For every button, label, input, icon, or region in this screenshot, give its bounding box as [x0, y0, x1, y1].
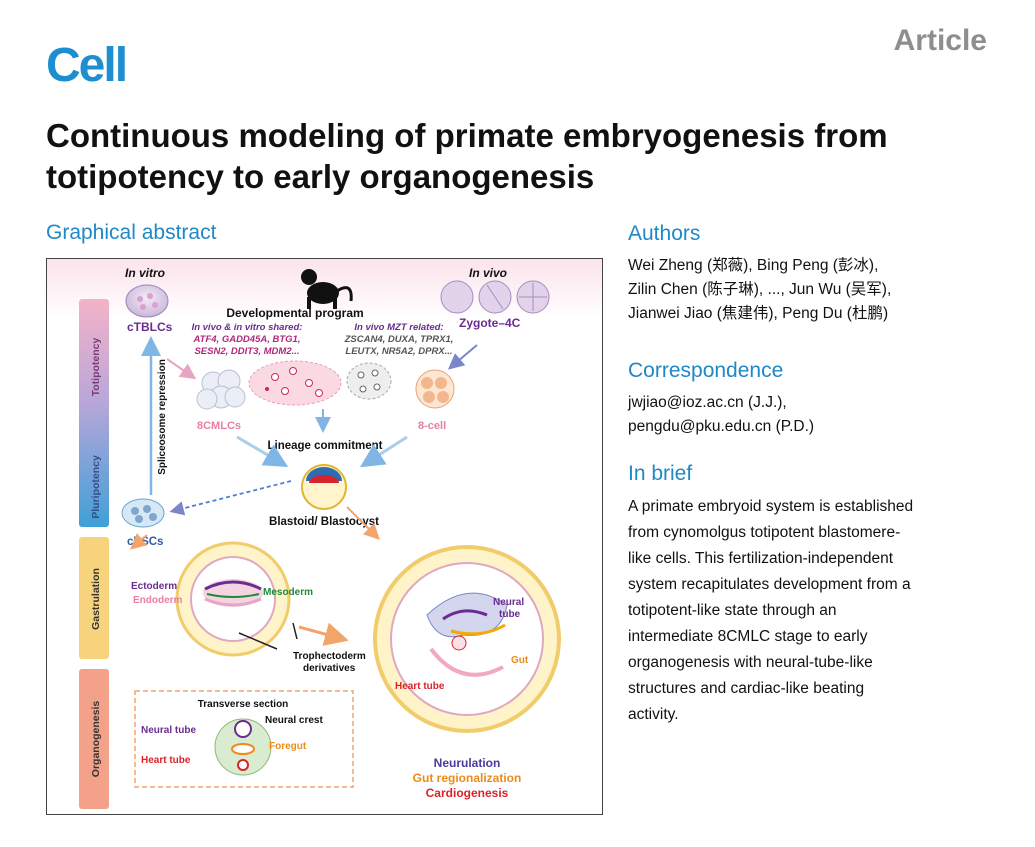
organogenesis-embryo: [373, 545, 561, 733]
lineage-label: Lineage commitment: [267, 440, 382, 452]
monkey-icon: [301, 269, 353, 309]
neural-label-1: Neural: [493, 597, 524, 608]
authors-heading: Authors: [628, 222, 701, 245]
in-brief-line: activity.: [628, 706, 679, 723]
shared-genes-2: SESN2, DDIT3, MDM2...: [194, 346, 299, 357]
ctblcs-dish: [125, 284, 169, 318]
graphical-abstract-figure: Totipotency Pluripotency Gastrulation Or…: [46, 258, 603, 815]
blastoid-label: Blastoid/ Blastocyst: [269, 516, 379, 528]
in-brief-line: from cynomolgus totipotent blastomere-: [628, 524, 901, 541]
troph-label-2: derivatives: [303, 663, 356, 674]
stage-organogenesis: Organogenesis: [90, 701, 102, 778]
transverse-section-box: [134, 690, 354, 788]
in-brief-line: intermediate 8CMLC stage to early: [628, 628, 868, 645]
correspondence-section: Correspondence jwjiao@ioz.ac.cn (J.J.), …: [628, 359, 1008, 439]
mzt-genes-2: LEUTX, NR5A2, DPRX...: [345, 346, 452, 357]
dev-program-title: Developmental program: [226, 306, 363, 320]
author-line: Jianwei Jiao (焦建伟), Peng Du (杜鹏): [628, 305, 889, 322]
in-vivo-label: In vivo: [469, 266, 507, 280]
mzt-genes-1: ZSCAN4, DUXA, TPRX1,: [344, 334, 454, 345]
in-brief-line: system recapitulates development from a: [628, 576, 911, 593]
spliceosome-label: Spliceosome repression: [157, 359, 168, 475]
correspondence-email[interactable]: jwjiao@ioz.ac.cn (J.J.),: [628, 394, 787, 411]
author-line: Wei Zheng (郑薇), Bing Peng (彭冰),: [628, 257, 879, 274]
troph-label-1: Trophectoderm: [293, 651, 366, 662]
gut-regionalization-label: Gut regionalization: [413, 771, 522, 785]
in-brief-line: organogenesis with neural-tube-like: [628, 654, 873, 671]
graphical-abstract-heading: Graphical abstract: [46, 221, 217, 244]
neural-tube-small-label: Neural tube: [141, 725, 196, 736]
stage-bar: Totipotency Pluripotency Gastrulation Or…: [79, 299, 109, 809]
mzt-network: [346, 362, 392, 400]
in-brief-section: In brief A primate embryoid system is es…: [628, 462, 998, 728]
ctblcs-label: cTBLCs: [127, 320, 173, 334]
graphical-abstract-svg: Totipotency Pluripotency Gastrulation Or…: [47, 259, 602, 809]
in-brief-line: like cells. This fertilization-independe…: [628, 550, 894, 567]
stage-totipotency: Totipotency: [90, 337, 102, 396]
endoderm-label: Endoderm: [133, 595, 183, 606]
transverse-section: [214, 718, 272, 776]
article-type-label: Article: [893, 24, 987, 57]
shared-genes-1: ATF4, GADD45A, BTG1,: [193, 334, 301, 345]
correspondence-email[interactable]: pengdu@pku.edu.cn (P.D.): [628, 418, 815, 435]
correspondence-heading: Correspondence: [628, 359, 784, 382]
8-cell-label: 8-cell: [418, 420, 446, 432]
heart-tube-label: Heart tube: [395, 681, 445, 692]
in-brief-line: A primate embryoid system is established: [628, 498, 914, 515]
stage-gastrulation: Gastrulation: [90, 568, 102, 630]
mzt-title: In vivo MZT related:: [354, 322, 443, 333]
8cmlc-cluster: [196, 369, 246, 410]
in-brief-line: structures and cardiac-like beating: [628, 680, 865, 697]
gut-label: Gut: [511, 655, 529, 666]
neural-label-2: tube: [499, 609, 521, 620]
journal-logo: Cell: [46, 39, 128, 92]
neurulation-label: Neurulation: [434, 756, 501, 770]
shared-title: In vivo & in vitro shared:: [192, 322, 303, 333]
stage-pluripotency: Pluripotency: [90, 455, 102, 519]
in-vitro-label: In vitro: [125, 266, 165, 280]
zygote-eggs: [440, 280, 550, 314]
author-line: Zilin Chen (陈子琳), ..., Jun Wu (吴军),: [628, 281, 892, 298]
in-brief-heading: In brief: [628, 462, 693, 485]
8cmlcs-label: 8CMLCs: [197, 420, 241, 432]
foregut-label: Foregut: [269, 741, 307, 752]
mesoderm-label: Mesoderm: [263, 587, 313, 598]
transverse-title: Transverse section: [198, 699, 289, 710]
cpscs-dish: [121, 498, 165, 528]
8-cell-embryo: [415, 369, 455, 409]
shared-network: [248, 360, 342, 406]
heart-tube-small-label: Heart tube: [141, 755, 191, 766]
zygote-label: Zygote–4C: [459, 316, 521, 330]
neural-crest-label: Neural crest: [265, 715, 323, 726]
blastoid: [301, 464, 347, 510]
gastrula-embryo: [175, 541, 291, 657]
article-title: Continuous modeling of primate embryogen…: [46, 117, 888, 195]
ectoderm-label: Ectoderm: [131, 581, 177, 592]
authors-section: Authors Wei Zheng (郑薇), Bing Peng (彭冰), …: [628, 222, 1008, 326]
cardiogenesis-label: Cardiogenesis: [426, 786, 509, 800]
in-brief-line: totipotent-like state through an: [628, 602, 837, 619]
